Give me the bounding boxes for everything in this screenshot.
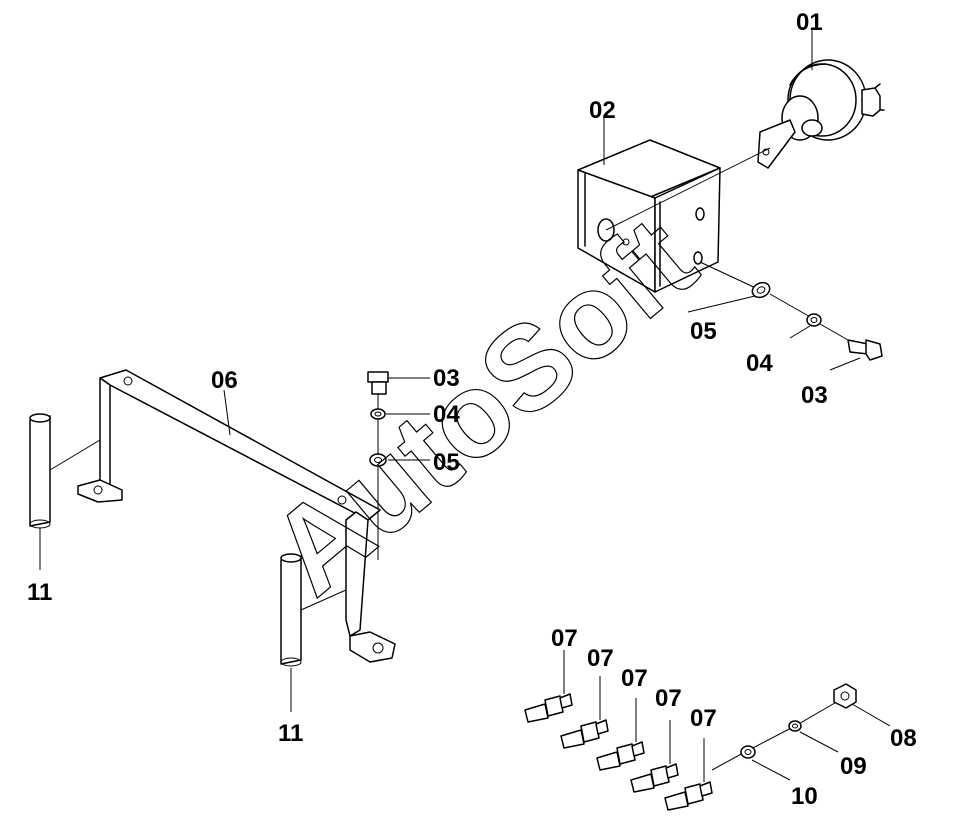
callout-05-center: 05 [433,449,460,476]
callout-03-center: 03 [433,365,460,392]
callout-04-right: 04 [746,350,773,377]
hardware-center [367,371,430,560]
callout-11-left: 11 [27,579,52,606]
part-11-tube-right [280,553,347,712]
part-02-bracket-box [577,118,771,293]
callout-04-center: 04 [433,401,460,428]
callout-09: 09 [840,753,867,780]
callout-03-right: 03 [801,382,828,409]
watermark: AutoSoft [246,192,720,620]
callout-07-d: 07 [655,685,682,712]
callout-01: 01 [796,9,823,36]
part-11-tube-left [29,413,101,570]
hardware-right [687,261,883,371]
callout-05-right: 05 [690,318,717,345]
callout-08: 08 [890,725,917,752]
callout-11-right: 11 [278,720,303,747]
callout-labels: 01 02 03 04 05 03 04 05 06 07 07 07 07 0… [27,9,917,810]
parts-08-09-10-hardware [711,683,891,781]
callout-07-b: 07 [587,645,614,672]
callout-07-e: 07 [690,705,717,732]
callout-02: 02 [589,97,616,124]
callout-07-c: 07 [621,665,648,692]
part-01-switch [757,30,885,169]
callout-06: 06 [211,367,238,394]
callout-07-a: 07 [551,625,578,652]
part-06-long-bracket [77,369,396,663]
part-07-studs [524,650,713,811]
callout-10: 10 [791,783,818,810]
